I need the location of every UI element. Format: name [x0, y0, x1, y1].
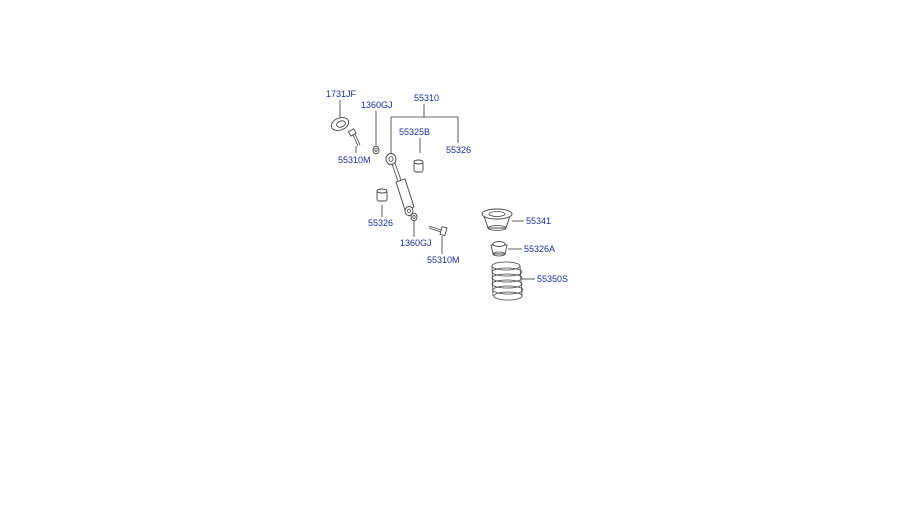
part-1731jf-bushing — [330, 117, 350, 131]
part-55350s-coil-spring — [491, 261, 524, 301]
label-55310m-top[interactable]: 55310M — [338, 155, 371, 165]
label-55310[interactable]: 55310 — [414, 93, 439, 103]
label-1360gj-bottom[interactable]: 1360GJ — [400, 238, 432, 248]
label-1731jf[interactable]: 1731JF — [326, 89, 357, 99]
part-55310m-lower-bolt — [428, 225, 448, 237]
part-1360gj-upper-nut — [372, 145, 380, 155]
part-55341-spring-seat — [481, 208, 513, 231]
part-55326a-bump-stop — [490, 241, 508, 257]
label-55350s[interactable]: 55350S — [537, 274, 568, 284]
part-55310m-upper-bolt — [347, 128, 361, 147]
label-55326a[interactable]: 55326A — [524, 244, 555, 254]
part-55310-shock-absorber — [385, 153, 415, 216]
label-55310m-bottom[interactable]: 55310M — [427, 255, 460, 265]
part-1360gj-lower-nut — [410, 212, 418, 222]
label-55325b[interactable]: 55325B — [399, 127, 430, 137]
label-1360gj-top[interactable]: 1360GJ — [361, 100, 393, 110]
label-55326-left[interactable]: 55326 — [368, 218, 393, 228]
leader-lines — [339, 100, 535, 280]
part-55326-left-bushing — [376, 188, 388, 202]
label-55341[interactable]: 55341 — [526, 216, 551, 226]
label-55326-top[interactable]: 55326 — [446, 145, 471, 155]
part-55325b-bushing — [413, 159, 424, 173]
